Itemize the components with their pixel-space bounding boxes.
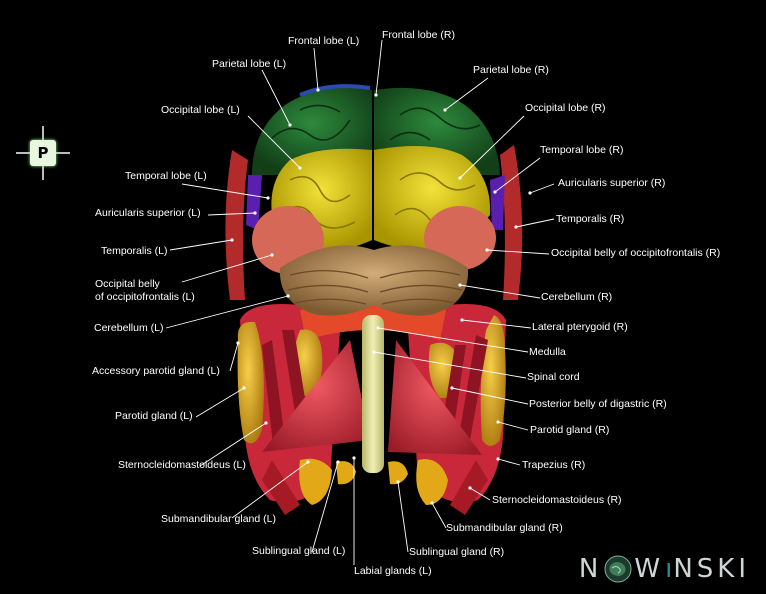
label-submandibular-gland-l: Submandibular gland (L) bbox=[161, 513, 276, 525]
frontal-edge-blue-left bbox=[299, 84, 371, 97]
submandibular-left-shape bbox=[299, 458, 332, 505]
label-occipital-lobe-l: Occipital lobe (L) bbox=[161, 104, 240, 116]
auricularis-right-shape bbox=[490, 175, 505, 230]
watermark-text-tail: NSKI bbox=[673, 554, 750, 584]
label-parotid-gland-l: Parotid gland (L) bbox=[115, 410, 193, 422]
label-cerebellum-r: Cerebellum (R) bbox=[541, 291, 613, 303]
sternocleido-right-shape bbox=[388, 340, 482, 455]
label-posterior-belly-digastric-r: Posterior belly of digastric (R) bbox=[529, 398, 667, 410]
digastric-right-2 bbox=[459, 335, 488, 440]
cerebellum-shape bbox=[279, 245, 469, 316]
watermark-text-left: N bbox=[578, 554, 603, 584]
sublingual-right-shape bbox=[388, 461, 408, 485]
spinal-cord-shape bbox=[362, 315, 384, 473]
label-lateral-pterygoid-r: Lateral pterygoid (R) bbox=[532, 321, 628, 333]
label-submandibular-gland-r: Submandibular gland (R) bbox=[446, 522, 563, 534]
label-frontal-lobe-r: Frontal lobe (R) bbox=[382, 29, 455, 41]
submandibular-right-shape bbox=[416, 459, 448, 505]
label-temporal-lobe-r: Temporal lobe (R) bbox=[540, 144, 624, 156]
orientation-face[interactable]: P bbox=[30, 140, 56, 166]
label-accessory-parotid-l: Accessory parotid gland (L) bbox=[92, 365, 220, 377]
label-occipital-belly-l-line2: of occipitofrontalis (L) bbox=[95, 291, 195, 303]
label-parietal-lobe-l: Parietal lobe (L) bbox=[212, 58, 287, 70]
cerebellum-folia-lines bbox=[287, 270, 463, 305]
label-medulla: Medulla bbox=[529, 346, 566, 358]
label-sublingual-gland-r: Sublingual gland (R) bbox=[409, 546, 505, 558]
label-parietal-lobe-r: Parietal lobe (R) bbox=[473, 64, 549, 76]
label-temporalis-r: Temporalis (R) bbox=[556, 213, 625, 225]
watermark-logo: N W ı NSKI bbox=[579, 554, 750, 584]
trapezius-lower-left bbox=[262, 460, 300, 515]
label-frontal-lobe-l: Frontal lobe (L) bbox=[288, 35, 360, 47]
label-temporal-lobe-l: Temporal lobe (L) bbox=[125, 170, 207, 182]
label-sternocleidomastoideus-l: Sternocleidomastoideus (L) bbox=[118, 459, 246, 471]
label-cerebellum-l: Cerebellum (L) bbox=[94, 322, 164, 334]
parietal-gyri-lines bbox=[269, 104, 481, 141]
sternocleido-left-shape bbox=[262, 340, 370, 452]
label-auricularis-superior-l: Auricularis superior (L) bbox=[95, 207, 201, 219]
label-occipital-lobe-r: Occipital lobe (R) bbox=[525, 102, 606, 114]
label-sternocleidomastoideus-r: Sternocleidomastoideus (R) bbox=[492, 494, 622, 506]
label-sublingual-gland-l: Sublingual gland (L) bbox=[252, 545, 346, 557]
digastric-left-1 bbox=[262, 340, 285, 445]
label-temporalis-l: Temporalis (L) bbox=[101, 245, 168, 257]
auricularis-left-shape bbox=[246, 175, 262, 230]
sublingual-left-shape bbox=[336, 461, 356, 485]
label-labial-glands-l: Labial glands (L) bbox=[354, 565, 432, 577]
label-auricularis-superior-r: Auricularis superior (R) bbox=[558, 177, 666, 189]
orientation-cube[interactable]: P bbox=[16, 126, 70, 180]
label-spinal-cord: Spinal cord bbox=[527, 371, 580, 383]
watermark-i-glyph: ı bbox=[665, 554, 673, 584]
temporalis-left-shape bbox=[225, 150, 248, 300]
label-trapezius-r: Trapezius (R) bbox=[522, 459, 586, 471]
label-parotid-gland-r: Parotid gland (R) bbox=[530, 424, 610, 436]
label-occipital-belly-r: Occipital belly of occipitofrontalis (R) bbox=[551, 247, 721, 259]
parotid-left-shape bbox=[237, 321, 264, 444]
watermark-text-right: W bbox=[634, 554, 665, 584]
globe-brain-icon bbox=[604, 555, 632, 583]
label-occipital-belly-l-line1: Occipital belly bbox=[95, 278, 160, 290]
